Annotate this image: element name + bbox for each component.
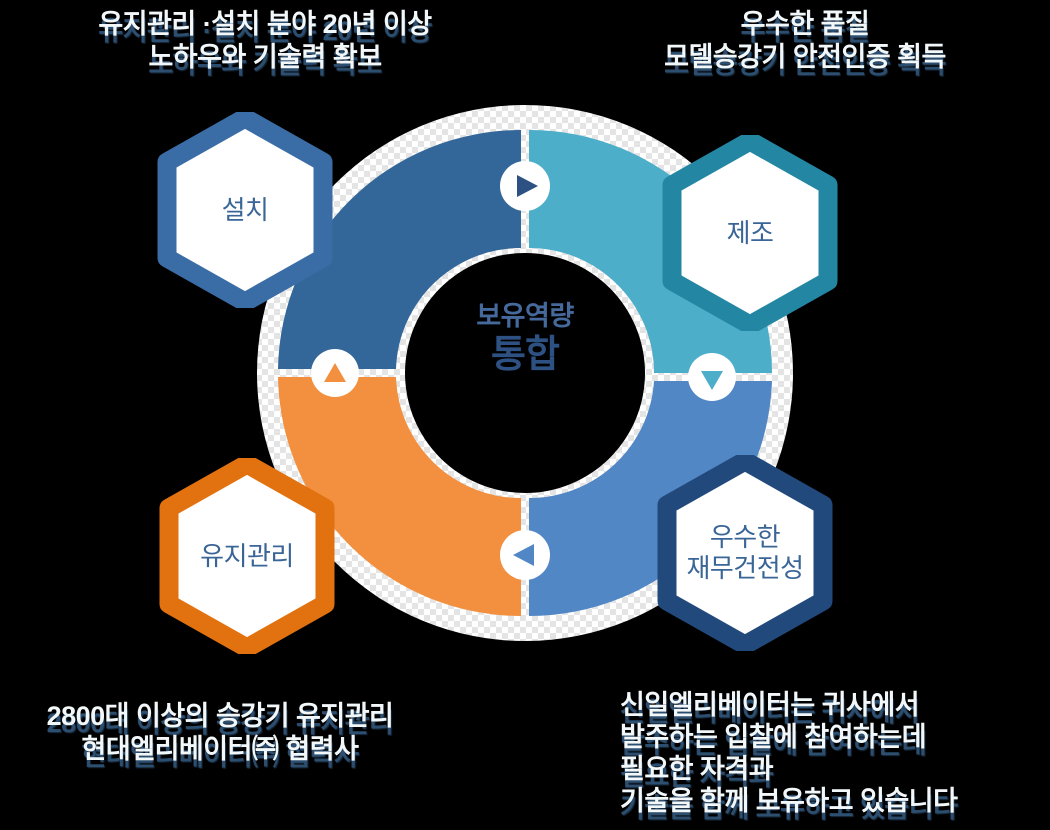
hexagon-shape	[159, 458, 335, 654]
hexagon-shape	[662, 135, 838, 331]
donut-segment-maintain[interactable]	[278, 377, 521, 616]
node-manufacture-label: 제조	[726, 217, 774, 248]
arrow-marker-right	[688, 353, 736, 401]
hexagon-shape	[157, 112, 333, 308]
node-manufacture[interactable]: 제조	[660, 135, 840, 331]
caption-top-right: 우수한 품질 모델승강기 안전인증 획득	[664, 9, 946, 72]
caption-bottom-left: 2800대 이상의 승강기 유지관리 현대엘리베이터㈜ 협력사	[46, 701, 394, 764]
caption-top-left: 유지관리 ·설치 분야 20년 이상 노하우와 기술력 확보	[98, 9, 432, 72]
node-install-label: 설치	[221, 194, 269, 225]
node-maintain[interactable]: 유지관리	[157, 458, 337, 654]
arrow-marker-bottom	[500, 530, 550, 580]
caption-bottom-right: 신일엘리베이터는 귀사에서 발주하는 입찰에 참여하는데 필요한 자격과 기술을…	[620, 690, 958, 816]
arrow-marker-top	[500, 161, 550, 211]
donut-inner-hole	[405, 253, 645, 493]
node-finance-label: 우수한 재무건전성	[686, 522, 804, 583]
hexagon-shape	[657, 455, 833, 651]
donut-segment-finance[interactable]	[529, 381, 772, 617]
node-finance[interactable]: 우수한 재무건전성	[655, 455, 835, 651]
donut-segment-install[interactable]	[278, 130, 521, 369]
node-maintain-label: 유지관리	[200, 540, 294, 571]
node-install[interactable]: 설치	[155, 112, 335, 308]
arrow-marker-left	[311, 349, 359, 397]
